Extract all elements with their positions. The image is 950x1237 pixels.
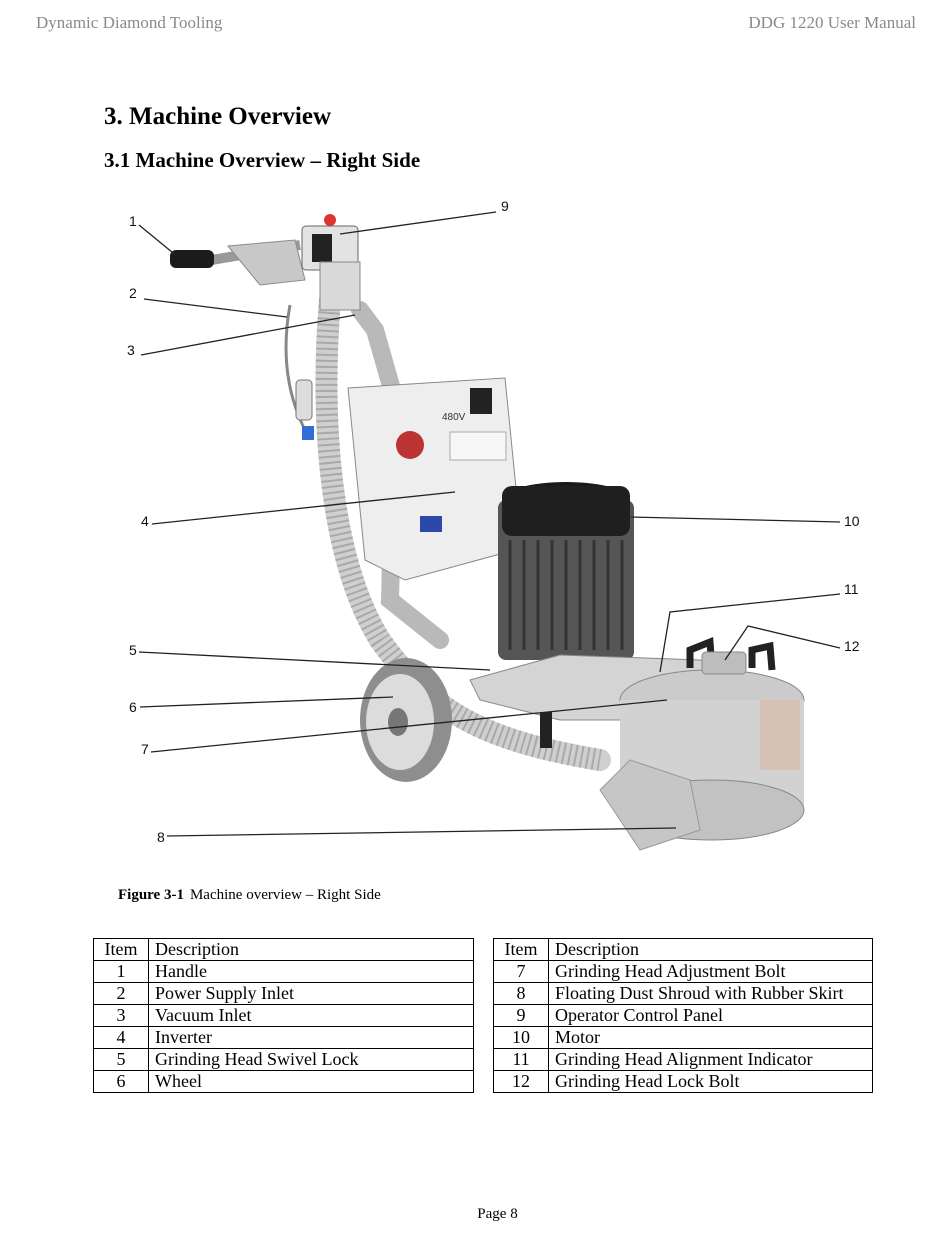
item-description: Floating Dust Shroud with Rubber Skirt bbox=[548, 982, 873, 1005]
item-number: 6 bbox=[93, 1070, 149, 1093]
callout-numbers: 1 2 3 4 5 6 7 8 9 10 11 12 bbox=[127, 198, 860, 845]
figure-caption-number: Figure 3-1 bbox=[118, 887, 184, 903]
callout-8: 8 bbox=[157, 829, 165, 845]
leader-lines bbox=[138, 211, 841, 837]
inverter-voltage-label: 480V bbox=[442, 412, 466, 423]
table-row: 4 Inverter bbox=[93, 1026, 474, 1049]
item-description: Operator Control Panel bbox=[548, 1004, 873, 1027]
parts-table-right: Item Description 7 Grinding Head Adjustm… bbox=[493, 938, 873, 1093]
callout-1: 1 bbox=[129, 213, 137, 229]
table-row: 1 Handle bbox=[93, 960, 474, 983]
item-description: Handle bbox=[148, 960, 474, 983]
item-number: 4 bbox=[93, 1026, 149, 1049]
section-title: 3. Machine Overview bbox=[104, 103, 332, 130]
item-description: Wheel bbox=[148, 1070, 474, 1093]
table-row: 5 Grinding Head Swivel Lock bbox=[93, 1048, 474, 1071]
callout-7: 7 bbox=[141, 741, 149, 757]
column-header-item: Item bbox=[493, 938, 549, 961]
callout-3: 3 bbox=[127, 342, 135, 358]
table-row: 11 Grinding Head Alignment Indicator bbox=[493, 1048, 873, 1071]
column-header-description: Description bbox=[548, 938, 873, 961]
item-number: 2 bbox=[93, 982, 149, 1005]
callout-5: 5 bbox=[129, 642, 137, 658]
table-row: 12 Grinding Head Lock Bolt bbox=[493, 1070, 873, 1093]
item-number: 5 bbox=[93, 1048, 149, 1071]
figure-caption-text: Machine overview – Right Side bbox=[189, 887, 381, 903]
item-description: Power Supply Inlet bbox=[148, 982, 474, 1005]
item-number: 11 bbox=[493, 1048, 549, 1071]
item-number: 8 bbox=[493, 982, 549, 1005]
page-number: Page 8 bbox=[477, 1206, 518, 1222]
item-description: Vacuum Inlet bbox=[148, 1004, 474, 1027]
item-number: 7 bbox=[493, 960, 549, 983]
callout-10: 10 bbox=[844, 513, 860, 529]
subsection-title: 3.1 Machine Overview – Right Side bbox=[104, 148, 421, 172]
item-description: Inverter bbox=[148, 1026, 474, 1049]
table-row: 7 Grinding Head Adjustment Bolt bbox=[493, 960, 873, 983]
column-header-item: Item bbox=[93, 938, 149, 961]
table-row: 8 Floating Dust Shroud with Rubber Skirt bbox=[493, 982, 873, 1005]
callout-12: 12 bbox=[844, 638, 860, 654]
callout-6: 6 bbox=[129, 699, 137, 715]
machine-illustration: 480V bbox=[170, 214, 805, 851]
figure-caption: Figure 3-1 Machine overview – Right Side bbox=[118, 887, 381, 904]
callout-11: 11 bbox=[844, 581, 859, 597]
item-description: Motor bbox=[548, 1026, 873, 1049]
table-row: 6 Wheel bbox=[93, 1070, 474, 1093]
table-row: 3 Vacuum Inlet bbox=[93, 1004, 474, 1027]
running-header-left: Dynamic Diamond Tooling bbox=[36, 13, 223, 32]
item-description: Grinding Head Swivel Lock bbox=[148, 1048, 474, 1071]
machine-figure: 480V bbox=[127, 198, 860, 851]
callout-2: 2 bbox=[129, 285, 137, 301]
item-number: 12 bbox=[493, 1070, 549, 1093]
usa-flag-icon bbox=[420, 516, 442, 532]
table-row: 2 Power Supply Inlet bbox=[93, 982, 474, 1005]
running-header-right: DDG 1220 User Manual bbox=[748, 13, 916, 32]
item-number: 10 bbox=[493, 1026, 549, 1049]
column-header-description: Description bbox=[148, 938, 474, 961]
item-description: Grinding Head Adjustment Bolt bbox=[548, 960, 873, 983]
table-header-row: Item Description bbox=[93, 938, 474, 961]
table-header-row: Item Description bbox=[493, 938, 873, 961]
callout-9: 9 bbox=[501, 198, 509, 214]
item-number: 9 bbox=[493, 1004, 549, 1027]
item-description: Grinding Head Alignment Indicator bbox=[548, 1048, 873, 1071]
parts-table-left: Item Description 1 Handle 2 Power Supply… bbox=[93, 938, 474, 1093]
table-row: 9 Operator Control Panel bbox=[493, 1004, 873, 1027]
item-number: 1 bbox=[93, 960, 149, 983]
table-row: 10 Motor bbox=[493, 1026, 873, 1049]
callout-4: 4 bbox=[141, 513, 149, 529]
item-number: 3 bbox=[93, 1004, 149, 1027]
item-description: Grinding Head Lock Bolt bbox=[548, 1070, 873, 1093]
